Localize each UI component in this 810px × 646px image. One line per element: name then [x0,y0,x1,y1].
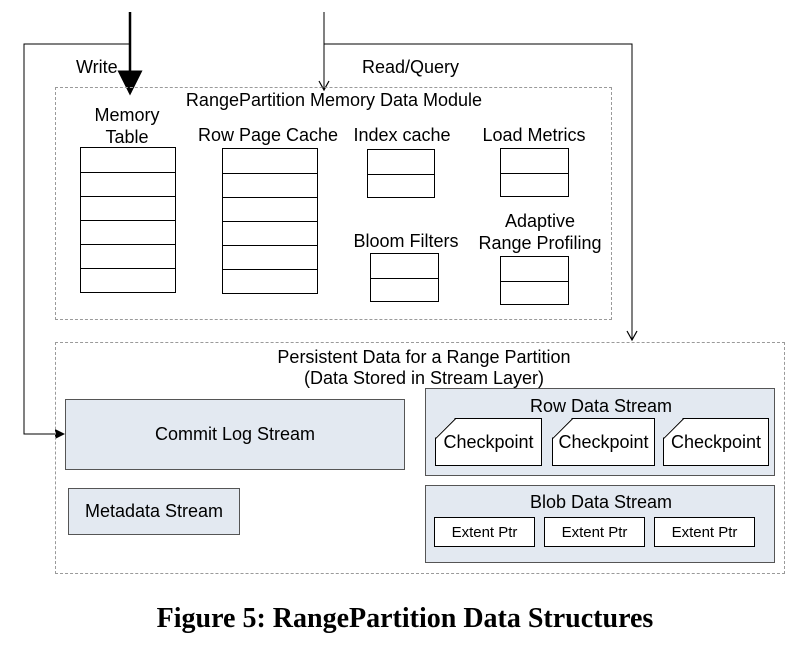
load-metrics [500,148,569,197]
persistent-title-line2: (Data Stored in Stream Layer) [303,368,545,388]
adaptive-range-profiling-label: Adaptive Range Profiling [478,211,602,253]
extent-ptr-1-label: Extent Ptr [451,523,518,541]
memory-data-module [55,87,612,320]
blob-data-stream-label: Blob Data Stream [529,492,673,512]
extent-ptr-2: Extent Ptr [544,517,645,547]
index-cache [367,149,435,198]
commit-log-stream: Commit Log Stream [65,399,405,470]
blob-data-stream: Blob Data Stream Extent Ptr Extent Ptr E… [425,485,775,563]
checkpoint-3: Checkpoint [663,418,769,466]
row-page-cache-label: Row Page Cache [197,125,339,145]
write-commit-log-connector [23,43,130,439]
index-cache-label: Index cache [353,125,451,145]
checkpoint-1-label: Checkpoint [443,431,534,452]
memory-table [80,147,176,293]
load-metrics-label: Load Metrics [482,125,586,145]
persistent-title-line1: Persistent Data for a Range Partition [277,347,571,367]
extent-ptr-1: Extent Ptr [434,517,535,547]
commit-log-stream-label: Commit Log Stream [154,424,316,444]
figure-caption: Figure 5: RangePartition Data Structures [156,603,654,634]
row-data-stream: Row Data Stream Checkpoint Checkpoint Ch… [425,388,775,476]
checkpoint-1: Checkpoint [435,418,542,466]
row-page-cache [222,148,318,294]
row-data-stream-label: Row Data Stream [529,396,673,416]
extent-ptr-3: Extent Ptr [654,517,755,547]
checkpoint-2: Checkpoint [552,418,655,466]
metadata-stream-label: Metadata Stream [84,501,224,521]
adaptive-range-profiling [500,256,569,305]
extent-ptr-3-label: Extent Ptr [671,523,738,541]
read-query-label: Read/Query [362,57,460,77]
bloom-filters-label: Bloom Filters [353,231,459,251]
write-label: Write [76,57,118,77]
checkpoint-3-label: Checkpoint [670,431,762,452]
memory-table-label: Memory Table [94,105,160,147]
persistent-data-region [55,342,785,574]
metadata-stream: Metadata Stream [68,488,240,535]
read-persistent-connector [324,43,638,342]
memory-module-title: RangePartition Memory Data Module [185,90,483,110]
extent-ptr-2-label: Extent Ptr [561,523,628,541]
checkpoint-2-label: Checkpoint [558,431,649,452]
bloom-filters [370,253,439,302]
